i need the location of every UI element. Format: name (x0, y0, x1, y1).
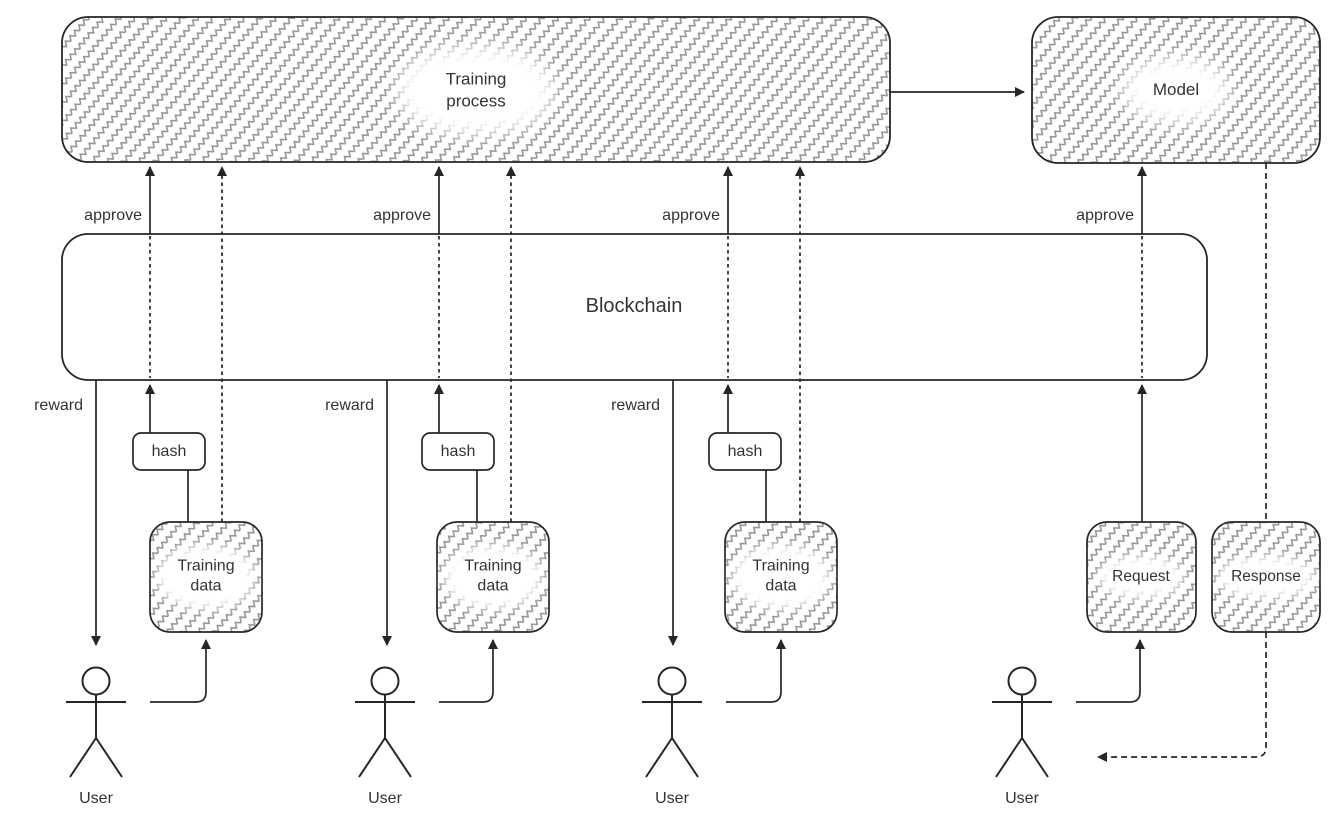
user-figure-3-icon (641, 666, 703, 778)
node-hash-3 (708, 432, 782, 471)
reward-label-3: reward (611, 397, 660, 414)
approve-label-2: approve (373, 207, 431, 224)
user-label-1: User (79, 789, 113, 807)
user-figure-1-icon (65, 666, 127, 778)
training-process-label: Training process (414, 62, 538, 118)
user-figure-4-icon (991, 666, 1053, 778)
user-label-2: User (368, 789, 402, 807)
edge-response-to-user (1097, 632, 1267, 762)
hash-label-1: hash (151, 442, 187, 460)
response-label: Response (1227, 565, 1305, 589)
blockchain-label: Blockchain (585, 295, 683, 318)
training-data-label-3: Training data (742, 554, 820, 600)
approve-label-4: approve (1076, 207, 1134, 224)
user-label-3: User (655, 789, 689, 807)
edge-user-to-request (1076, 639, 1145, 703)
edge-user-to-trainingdata-2 (439, 639, 498, 703)
request-label: Request (1108, 565, 1174, 589)
edge-user-to-trainingdata-3 (726, 639, 786, 703)
user-label-4: User (1005, 789, 1039, 807)
approve-label-1: approve (84, 207, 142, 224)
training-data-label-2: Training data (454, 554, 532, 600)
reward-label-2: reward (325, 397, 374, 414)
user-figure-2-icon (354, 666, 416, 778)
reward-label-1: reward (34, 397, 83, 414)
approve-label-3: approve (662, 207, 720, 224)
model-label: Model (1138, 73, 1214, 107)
hash-label-3: hash (727, 442, 763, 460)
node-blockchain (61, 233, 1208, 381)
training-data-label-1: Training data (167, 554, 245, 600)
node-hash-1 (132, 432, 206, 471)
node-hash-2 (421, 432, 495, 471)
hash-label-2: hash (440, 442, 476, 460)
edge-user-to-trainingdata-1 (150, 639, 211, 703)
